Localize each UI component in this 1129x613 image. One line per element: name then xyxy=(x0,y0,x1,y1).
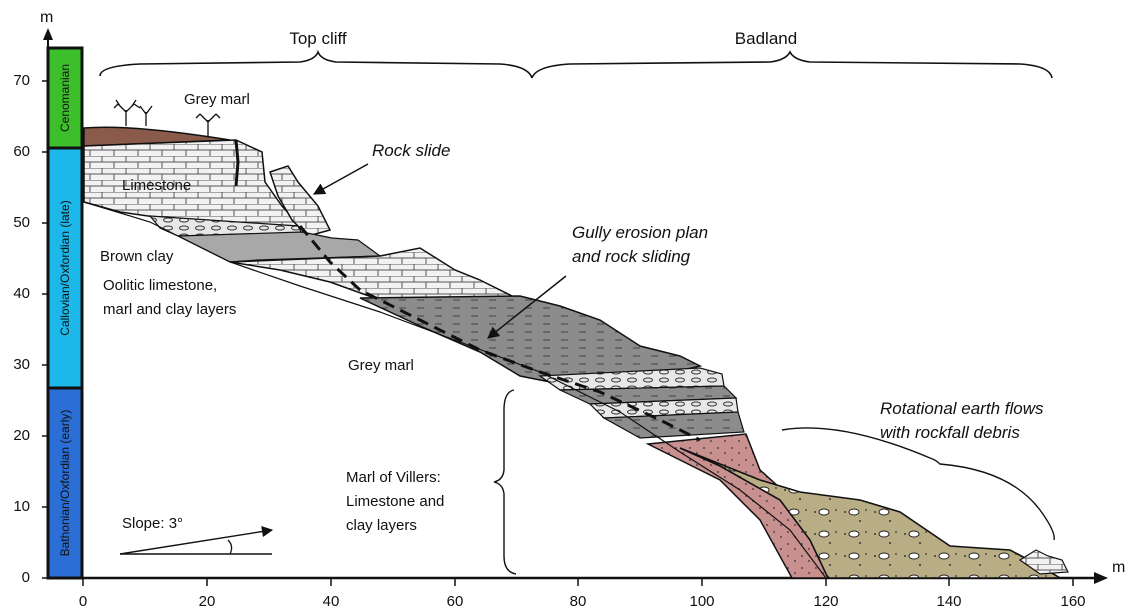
label-brown-clay: Brown clay xyxy=(100,248,174,265)
y-tick-label: 0 xyxy=(22,569,30,586)
badland-brace xyxy=(531,50,1053,79)
label-villers-2: Limestone and xyxy=(346,493,444,510)
label-villers-1: Marl of Villers: xyxy=(346,469,441,486)
cliff-crack xyxy=(234,139,240,187)
y-axis-unit: m xyxy=(40,9,53,26)
callout-rock-slide: Rock slide xyxy=(372,141,450,160)
strat-label-callovian: Callovian/Oxfordian (late) xyxy=(58,200,72,335)
tree-icon xyxy=(113,99,221,136)
callout-gully-2: and rock sliding xyxy=(572,247,691,266)
zone-label-top-cliff: Top cliff xyxy=(289,29,347,48)
slip-surface xyxy=(298,225,701,442)
x-tick-label: 40 xyxy=(323,593,340,610)
label-oolitic-1: Oolitic limestone, xyxy=(103,277,217,294)
zone-braces xyxy=(99,49,1053,79)
label-villers-3: clay layers xyxy=(346,517,417,534)
x-tick-label: 0 xyxy=(79,593,87,610)
x-axis-ticks xyxy=(82,578,1074,586)
y-tick-label: 70 xyxy=(13,72,30,89)
x-tick-label: 160 xyxy=(1060,593,1085,610)
gully-arrow xyxy=(487,275,567,339)
x-tick-label: 60 xyxy=(447,593,464,610)
villers-brace xyxy=(493,389,517,575)
callout-rotational-2: with rockfall debris xyxy=(880,423,1020,442)
label-grey-marl-mid: Grey marl xyxy=(348,357,414,374)
x-tick-label: 120 xyxy=(813,593,838,610)
ground-profile xyxy=(83,201,827,579)
stratigraphic-column: Cenomanian Callovian/Oxfordian (late) Ba… xyxy=(46,46,84,580)
y-tick-label: 40 xyxy=(13,285,30,302)
rock-slide-arrow xyxy=(312,163,369,195)
limestone-upper xyxy=(83,139,302,227)
y-tick-label: 60 xyxy=(13,143,30,160)
strat-label-bathonian: Bathonian/Oxfordian (early) xyxy=(58,410,72,557)
x-tick-label: 80 xyxy=(570,593,587,610)
annotations: Grey marl Limestone Brown clay Oolitic l… xyxy=(100,91,1055,575)
callout-gully-1: Gully erosion plan xyxy=(572,223,708,242)
y-tick-label: 30 xyxy=(13,356,30,373)
label-grey-marl-top: Grey marl xyxy=(184,91,250,108)
zone-label-badland: Badland xyxy=(735,29,797,48)
callout-rotational-1: Rotational earth flows xyxy=(880,399,1044,418)
y-tick-label: 50 xyxy=(13,214,30,231)
y-tick-label: 20 xyxy=(13,427,30,444)
toe-debris xyxy=(1018,549,1069,575)
slope-indicator: Slope: 3° xyxy=(119,515,274,555)
label-limestone: Limestone xyxy=(122,177,191,194)
y-axis: m 0 10 20 30 40 50 60 70 xyxy=(13,9,53,586)
top-cliff-brace xyxy=(99,49,533,79)
x-axis-unit: m xyxy=(1112,559,1125,576)
slope-label: Slope: 3° xyxy=(122,515,183,532)
grey-marl-main xyxy=(359,295,703,385)
y-axis-ticks xyxy=(42,80,48,579)
oolite-band-2 xyxy=(538,367,725,391)
x-tick-label: 140 xyxy=(936,593,961,610)
grey-marl-lower-2 xyxy=(601,411,745,439)
y-tick-label: 10 xyxy=(13,498,30,515)
strat-label-cenomanian: Cenomanian xyxy=(58,64,72,132)
label-oolitic-2: marl and clay layers xyxy=(103,301,236,318)
x-tick-label: 20 xyxy=(199,593,216,610)
rotational-brace xyxy=(781,427,1055,541)
rock-slide-block xyxy=(269,165,332,237)
x-tick-label: 100 xyxy=(689,593,714,610)
section-layers xyxy=(83,126,1069,579)
